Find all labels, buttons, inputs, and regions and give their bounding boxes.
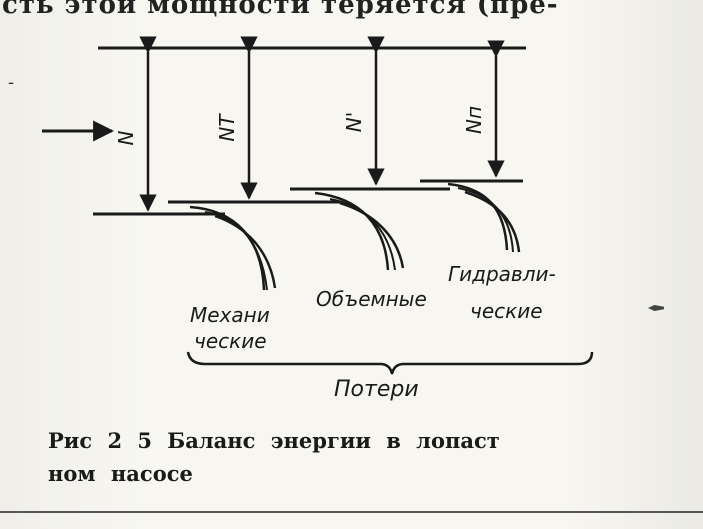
- mech-loss-curve-3: [214, 214, 277, 289]
- caption-line-1: Рис 2 5 Баланс энергии в лопаст: [48, 428, 500, 453]
- mech-loss-curve-2: [204, 211, 268, 291]
- hyd-loss-curve-3: [464, 190, 521, 253]
- label-N: N: [114, 130, 138, 145]
- top-text-fragment: сть этой мощности теряется (пре-: [2, 0, 559, 20]
- label-vol: Объемные: [316, 287, 427, 311]
- label-Nprime: N': [342, 112, 366, 132]
- label-hyd-line1: Гидравли-: [448, 262, 556, 286]
- margin-smudge: [648, 305, 664, 311]
- caption-line-2: ном насосе: [48, 461, 193, 486]
- vol-loss-curve-3: [339, 201, 405, 269]
- label-losses: Потери: [334, 377, 419, 402]
- losses-bracket: [186, 351, 594, 375]
- label-hyd-line2: ческие: [470, 299, 543, 323]
- label-mech-line2: ческие: [194, 329, 267, 353]
- label-Nh: Nп: [462, 106, 486, 134]
- label-mech-line1: Механи: [190, 303, 270, 327]
- hyd-loss-curve-2: [457, 187, 514, 253]
- vol-loss-curve-2: [329, 198, 396, 271]
- vol-loss-curve-1: [314, 191, 390, 271]
- left-margin-mark: -: [8, 72, 15, 93]
- label-NT: NT: [215, 113, 239, 142]
- figure-caption: Рис 2 5 Баланс энергии в лопаст ном насо…: [48, 424, 608, 490]
- page-bottom-rule: [0, 511, 703, 513]
